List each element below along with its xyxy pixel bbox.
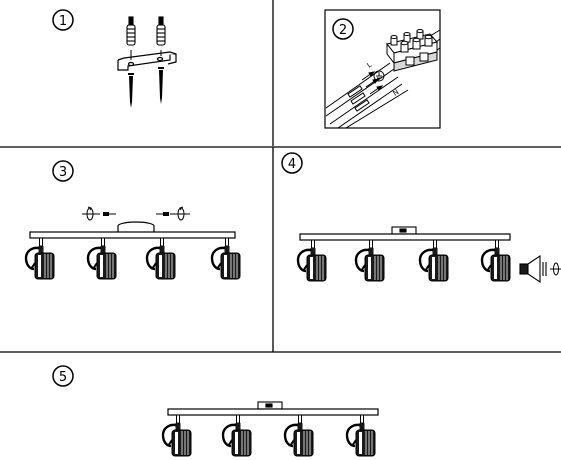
canopy-screw [103,212,116,216]
svg-text:4: 4 [288,157,296,172]
supply-cables [325,62,409,129]
step-number-4: 4 [281,152,303,174]
step-number-1: 1 [52,9,74,31]
live-label: L [366,61,374,70]
panel-step-1: 1 [52,9,177,108]
spotlight-head-icon [221,413,253,458]
spotlight-head-icon [86,236,118,281]
output-wires [429,29,441,51]
spotlight-bar [29,231,236,239]
spotlight-bar [299,233,511,241]
rotate-arrow-icon [550,262,561,276]
wall-plug-icon [126,16,136,46]
ceiling-canopy [391,226,417,235]
spotlight-head-icon [480,238,512,283]
screw-icon [128,50,134,108]
panel-step-4: 4 [281,152,561,284]
step-number-2: 2 [332,18,354,40]
panel-step-5: 5 [52,365,379,458]
wire-ends [347,85,370,112]
svg-text:2: 2 [339,23,347,38]
panel-dividers [0,0,561,353]
svg-text:1: 1 [59,14,67,29]
panel-step-3: 3 [24,160,242,281]
spotlight-head-icon [296,238,328,283]
spotlight-head-icon [283,413,315,458]
rotate-arrow-icon [82,206,100,221]
screw-icon [158,50,164,104]
svg-text:5: 5 [59,370,67,385]
step-number-5: 5 [52,365,74,387]
earth-symbol-icon [373,70,385,82]
spotlight-head-icon [354,238,386,283]
terminal-block-icon [386,29,438,72]
mounting-bracket-icon [117,51,177,71]
ceiling-canopy [257,401,283,410]
svg-text:3: 3 [59,165,67,180]
wall-plug-icon [156,16,166,46]
bulb-icon [519,254,547,284]
spotlight-head-icon [24,236,56,281]
spotlight-head-icon [418,238,450,283]
insertion-arrows [361,71,384,95]
spotlight-head-icon [345,413,377,458]
rotate-arrow-icon [170,206,190,221]
spotlight-bar [167,408,379,416]
canopy-screw [156,212,169,216]
spotlight-head-icon [210,236,242,281]
neutral-label: N [392,88,401,98]
panel-step-2: 2 L N [324,9,441,129]
spotlight-head-icon [161,413,193,458]
step-number-3: 3 [52,160,74,182]
spotlight-head-icon [145,236,177,281]
